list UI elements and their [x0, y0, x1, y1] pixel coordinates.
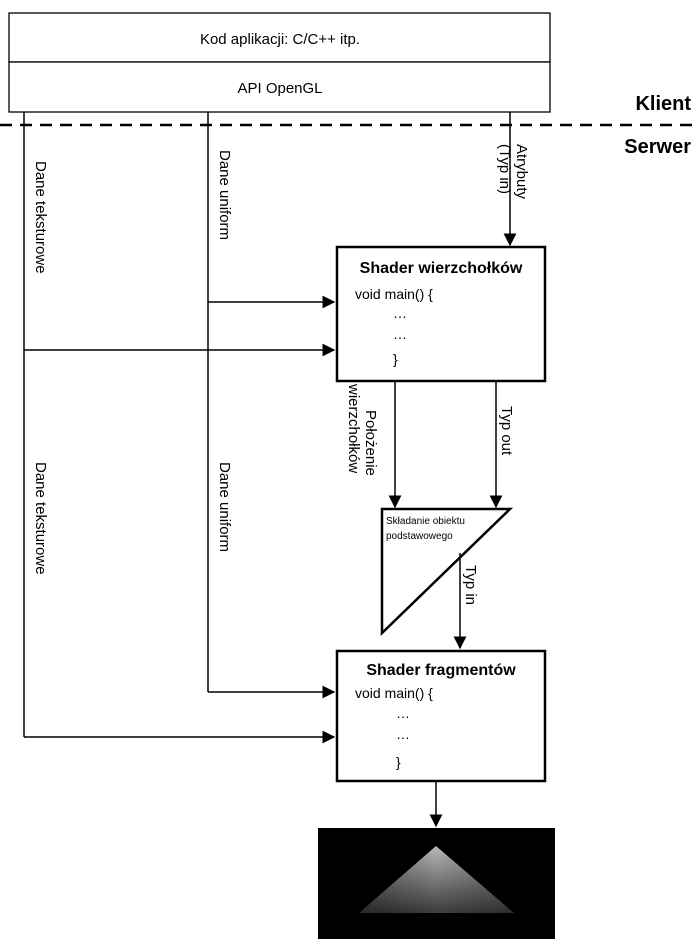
uniform-data-label-top: Dane uniform — [216, 150, 233, 240]
primitive-assembly-triangle — [382, 509, 510, 633]
vertex-position-label-line2: wierzchołków — [345, 383, 362, 473]
type-in-label: Typ in — [462, 565, 479, 605]
vertex-position-label-line1: Położenie — [362, 410, 379, 476]
fragment-shader-title: Shader fragmentów — [366, 662, 516, 679]
fragment-code-line: … — [396, 726, 410, 742]
vertex-code-line: void main() { — [355, 286, 433, 302]
vertex-code-line: … — [393, 305, 407, 321]
texture-data-label-bottom: Dane teksturowe — [32, 462, 49, 575]
fragment-code-line: … — [396, 705, 410, 721]
attributes-label-line2: (Typ in) — [496, 144, 513, 194]
uniform-data-label-bottom: Dane uniform — [216, 462, 233, 552]
vertex-code-line: } — [393, 351, 398, 367]
app-code-label: Kod aplikacji: C/C++ itp. — [200, 31, 360, 48]
texture-data-label-top: Dane teksturowe — [32, 161, 49, 274]
primitive-assembly-label-line1: Składanie obiektu — [386, 516, 465, 527]
primitive-assembly-label-line2: podstawowego — [386, 531, 453, 542]
server-label: Serwer — [624, 136, 691, 158]
attributes-label-line1: Atrybuty — [513, 144, 530, 200]
opengl-api-label: API OpenGL — [237, 80, 322, 97]
vertex-code-line: … — [393, 326, 407, 342]
vertex-shader-title: Shader wierzchołków — [360, 260, 523, 277]
fragment-code-line: } — [396, 754, 401, 770]
fragment-code-line: void main() { — [355, 685, 433, 701]
client-label: Klient — [635, 93, 691, 115]
type-out-label: Typ out — [498, 406, 515, 456]
